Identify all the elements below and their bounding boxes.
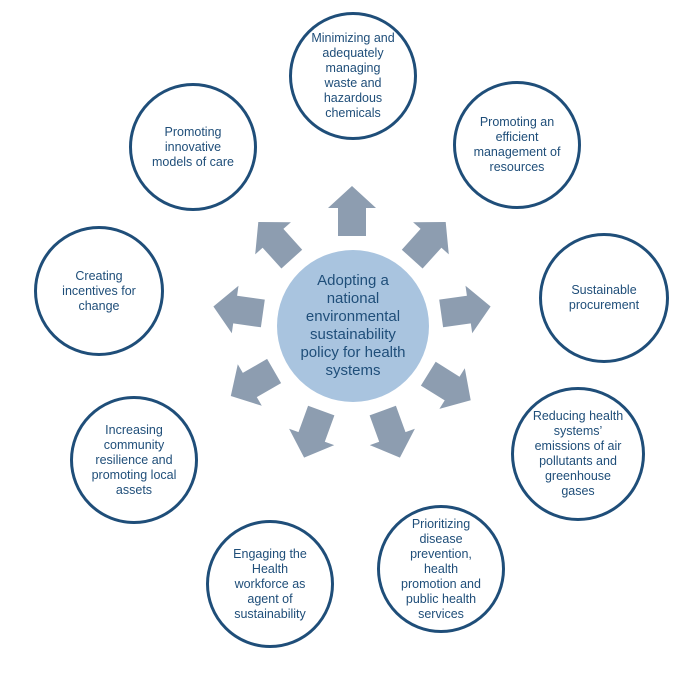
node-label: Promoting innovative models of care xyxy=(152,124,234,169)
node-label: Sustainable procurement xyxy=(568,283,640,312)
arrow-1 xyxy=(328,186,376,236)
node-label: Minimizing and adequately managing waste… xyxy=(311,31,395,120)
node-engaging-workforce: Engaging the Health workforce as agent o… xyxy=(206,520,334,648)
node-sustainable-procurement: Sustainable procurement xyxy=(539,233,669,363)
arrow-7 xyxy=(230,358,282,406)
arrow-2 xyxy=(401,222,449,269)
node-waste-management: Minimizing and adequately managing waste… xyxy=(289,12,417,140)
node-reducing-emissions: Reducing health systems’ emissions of ai… xyxy=(511,387,645,521)
arrow-3 xyxy=(439,285,491,334)
center-node: Adopting a national environmental sustai… xyxy=(277,250,429,402)
arrow-9 xyxy=(255,222,303,269)
node-resource-management: Promoting an efficient management of res… xyxy=(453,81,581,209)
node-label: Reducing health systems’ emissions of ai… xyxy=(532,409,624,498)
arrow-4 xyxy=(420,361,471,409)
arrow-5 xyxy=(369,405,415,458)
node-label: Promoting an efficient management of res… xyxy=(473,115,561,174)
node-innovative-care: Promoting innovative models of care xyxy=(129,83,257,211)
node-label: Engaging the Health workforce as agent o… xyxy=(233,546,307,621)
node-creating-incentives: Creating incentives for change xyxy=(34,226,164,356)
node-label: Increasing community resilience and prom… xyxy=(91,422,177,497)
arrow-6 xyxy=(289,405,335,458)
node-label: Prioritizing disease prevention, health … xyxy=(401,516,481,621)
center-label: Adopting a national environmental sustai… xyxy=(300,272,406,379)
node-disease-prevention: Prioritizing disease prevention, health … xyxy=(377,505,505,633)
arrow-8 xyxy=(213,285,265,334)
node-community-resilience: Increasing community resilience and prom… xyxy=(70,396,198,524)
node-label: Creating incentives for change xyxy=(62,268,136,313)
